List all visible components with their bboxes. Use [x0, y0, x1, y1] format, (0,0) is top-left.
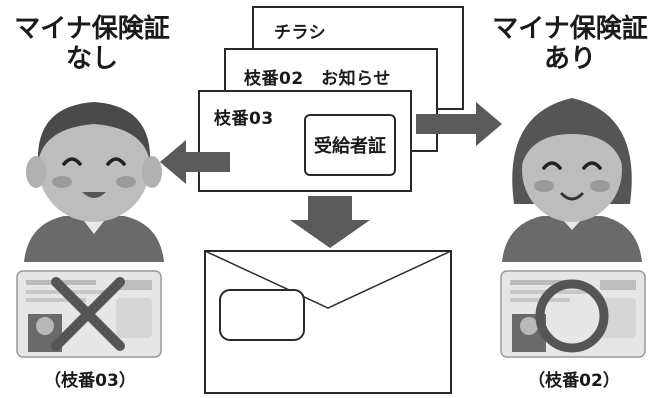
right-title-line1: マイナ保険証 — [492, 14, 648, 44]
left-title-line1: マイナ保険証 — [14, 14, 170, 44]
cross-mark-icon — [51, 277, 125, 351]
my-number-card-right — [500, 270, 646, 358]
circle-mark-icon — [535, 279, 609, 353]
left-title-line2: なし — [65, 44, 118, 74]
right-heading: マイナ保険証 あり — [470, 14, 656, 74]
arrow-left-icon — [160, 140, 230, 184]
arrow-right-icon — [416, 102, 502, 146]
sheet-flyer-label: チラシ — [274, 23, 327, 43]
left-heading: マイナ保険証 なし — [0, 14, 192, 74]
elderly-man-icon — [24, 102, 164, 262]
my-number-card-left — [16, 270, 162, 358]
sheet-front-label: 枝番03 — [214, 109, 274, 129]
sheet-front: 枝番03 受給者証 — [198, 90, 412, 192]
right-title-line2: あり — [543, 44, 596, 74]
badge-label: 受給者証 — [314, 136, 386, 157]
left-caption: （枝番03） — [44, 371, 136, 391]
sheet-notice-label: 枝番02 お知らせ — [244, 69, 391, 89]
elderly-woman-icon — [502, 98, 642, 262]
window-envelope-icon — [204, 250, 452, 394]
recipient-certificate-badge: 受給者証 — [304, 114, 396, 176]
right-caption: （枝番02） — [528, 371, 620, 391]
arrow-down-icon — [290, 196, 370, 248]
